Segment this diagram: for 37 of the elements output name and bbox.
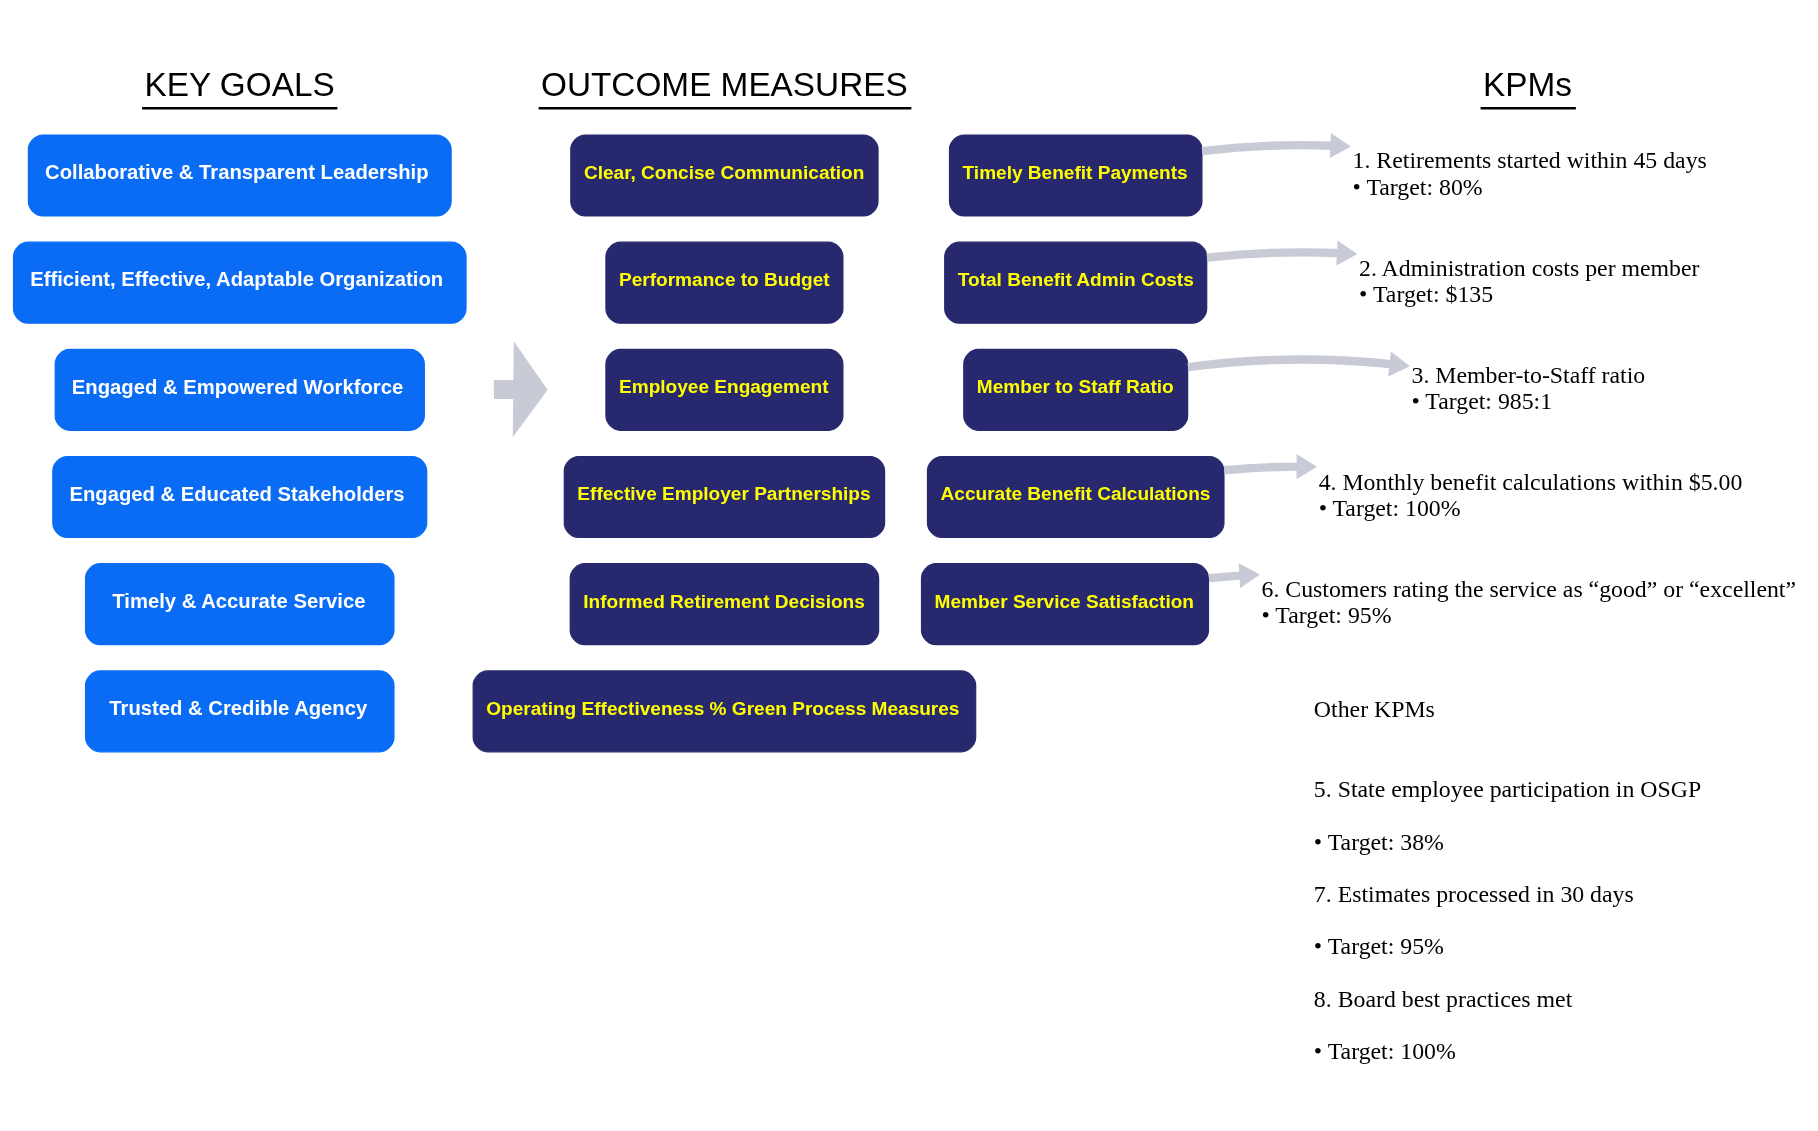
label: KPMs <box>1482 65 1572 103</box>
node-box: Collaborative & Transparent Leadership <box>27 134 452 217</box>
node-text: 2. Administration costs per member • Target: $135 <box>1359 254 1700 307</box>
node-box: Employee Engagement <box>605 348 844 431</box>
node-box: Total Benefit Admin Costs <box>944 241 1208 324</box>
node-box: Operating Effectiveness % Green Process Measures <box>472 670 977 753</box>
node-text: 1. Retirements started within 45 days • Target: 80% <box>1352 147 1707 200</box>
node-text: 3. Member-to-Staff ratio • Target: 985:1 <box>1411 361 1646 414</box>
node-text: 4. Monthly benefit calculations within $5.00 • Target: 100% <box>1318 468 1743 522</box>
arrow <box>1223 454 1318 480</box>
node-box: Timely Benefit Payments <box>948 134 1203 217</box>
node-box: Member to Staff Ratio <box>963 348 1189 431</box>
node-box: Accurate Benefit Calculations <box>926 455 1225 539</box>
label: • Target: 95% <box>1313 933 1444 960</box>
arrow <box>1201 133 1351 159</box>
arrow <box>1187 351 1410 377</box>
label: KEY GOALS <box>144 65 335 103</box>
node-box: Clear, Concise Communication <box>570 134 879 217</box>
node-box: Timely & Accurate Service <box>84 563 395 646</box>
label: 7. Estimates processed in 30 days <box>1313 880 1634 907</box>
node-box: Member Service Satisfaction <box>920 563 1210 646</box>
label: • Target: 38% <box>1313 828 1444 855</box>
node-box: Performance to Budget <box>605 241 844 324</box>
arrow <box>1208 563 1260 589</box>
node-box: Efficient, Effective, Adaptable Organization <box>12 241 467 324</box>
node-box: Effective Employer Partnerships <box>563 455 886 539</box>
node-box: Engaged & Educated Stakeholders <box>52 455 428 539</box>
label: OUTCOME MEASURES <box>541 65 908 103</box>
node-box: Trusted & Credible Agency <box>84 670 395 753</box>
node-box: Engaged & Empowered Workforce <box>54 348 425 431</box>
label: 5. State employee participation in OSGP <box>1313 776 1702 803</box>
node-text: 6. Customers rating the service as “good” or “excellent” • Target: 95% <box>1261 576 1797 629</box>
label: • Target: 100% <box>1313 1038 1456 1065</box>
node-box: Informed Retirement Decisions <box>569 563 880 646</box>
arrow <box>1206 240 1358 266</box>
label: 8. Board best practices met <box>1313 985 1573 1012</box>
label: Other KPMs <box>1313 696 1435 723</box>
